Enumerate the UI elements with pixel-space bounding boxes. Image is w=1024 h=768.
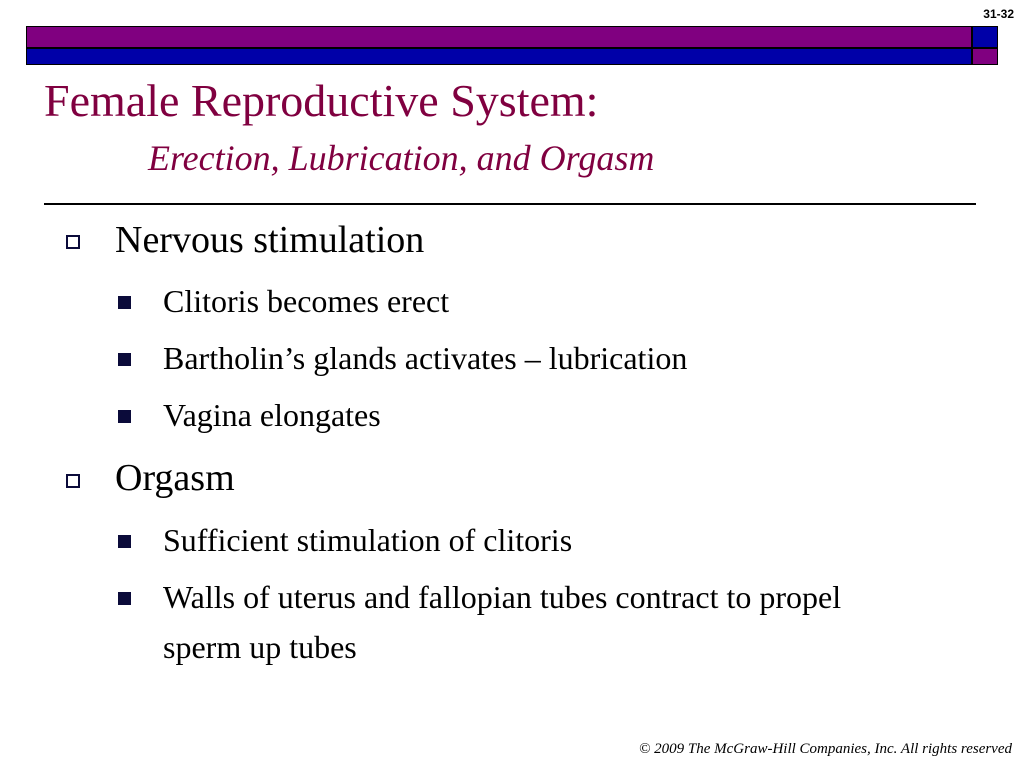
filled-square-bullet-icon bbox=[118, 592, 131, 605]
header-band-blue bbox=[26, 48, 972, 65]
header-square-purple bbox=[972, 48, 998, 65]
list-item: Clitoris becomes erect bbox=[163, 283, 450, 319]
header-square-blue bbox=[972, 26, 998, 48]
list-item: Vagina elongates bbox=[163, 397, 381, 433]
title-divider bbox=[44, 203, 976, 205]
slide-subtitle: Erection, Lubrication, and Orgasm bbox=[148, 138, 655, 178]
list-item: Bartholin’s glands activates – lubricati… bbox=[163, 340, 688, 376]
filled-square-bullet-icon bbox=[118, 296, 131, 309]
filled-square-bullet-icon bbox=[118, 535, 131, 548]
filled-square-bullet-icon bbox=[118, 353, 131, 366]
list-item: Sufficient stimulation of clitoris bbox=[163, 522, 573, 558]
slide-title: Female Reproductive System: bbox=[44, 75, 599, 126]
hollow-square-bullet-icon bbox=[66, 235, 80, 249]
copyright-footer: © 2009 The McGraw-Hill Companies, Inc. A… bbox=[638, 741, 1012, 757]
section-heading-orgasm: Orgasm bbox=[115, 457, 235, 499]
hollow-square-bullet-icon bbox=[66, 474, 80, 488]
list-item: Walls of uterus and fallopian tubes cont… bbox=[163, 579, 842, 665]
section-heading-nervous-stimulation: Nervous stimulation bbox=[115, 219, 425, 261]
slide-number: 31-32 bbox=[983, 7, 1014, 21]
header-band-purple bbox=[26, 26, 972, 48]
filled-square-bullet-icon bbox=[118, 410, 131, 423]
